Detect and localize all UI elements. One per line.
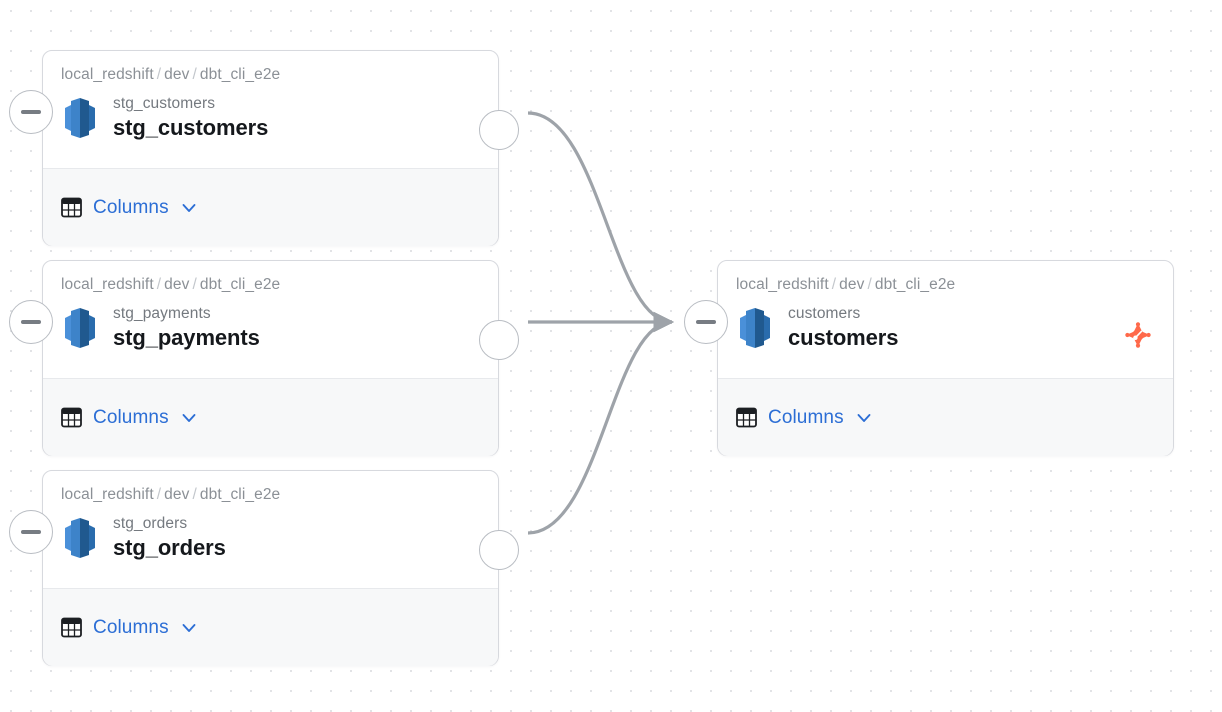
- node-titles: stg_payments stg_payments: [113, 304, 260, 352]
- dbt-logo-icon: [1125, 321, 1151, 348]
- columns-label[interactable]: Columns: [768, 406, 844, 428]
- minus-icon: [21, 320, 41, 324]
- breadcrumb-schema: dev: [839, 276, 865, 293]
- node-main: stg_payments stg_payments: [61, 304, 480, 352]
- node-main: stg_orders stg_orders: [61, 514, 480, 562]
- breadcrumb-dataset: dbt_cli_e2e: [199, 66, 281, 83]
- collapse-handle-stg-payments[interactable]: [9, 300, 53, 344]
- node-subtitle: stg_orders: [113, 515, 188, 532]
- lineage-node-stg-payments[interactable]: local_redshift/dev/dbt_cli_e2e stg_payme…: [9, 260, 519, 456]
- chevron-down-icon[interactable]: [180, 619, 198, 637]
- node-title: stg_payments: [113, 325, 260, 350]
- node-title: stg_orders: [113, 535, 226, 560]
- node-subtitle: customers: [788, 305, 861, 322]
- output-handle-stg-orders[interactable]: [479, 530, 519, 570]
- breadcrumb: local_redshift/dev/dbt_cli_e2e: [61, 65, 480, 85]
- columns-footer-customers[interactable]: Columns: [718, 378, 1173, 456]
- breadcrumb-database: local_redshift: [736, 276, 829, 293]
- output-handle-stg-payments[interactable]: [479, 320, 519, 360]
- breadcrumb-database: local_redshift: [61, 276, 154, 293]
- columns-footer-stg-payments[interactable]: Columns: [43, 378, 498, 456]
- collapse-handle-customers[interactable]: [684, 300, 728, 344]
- node-body: local_redshift/dev/dbt_cli_e2e stg_custo…: [43, 51, 498, 168]
- node-body: local_redshift/dev/dbt_cli_e2e customers…: [718, 261, 1173, 378]
- breadcrumb: local_redshift/dev/dbt_cli_e2e: [61, 485, 480, 505]
- columns-label[interactable]: Columns: [93, 406, 169, 428]
- node-titles: customers customers: [788, 304, 898, 352]
- breadcrumb-database: local_redshift: [61, 66, 154, 83]
- redshift-icon: [736, 306, 774, 350]
- chevron-down-icon[interactable]: [855, 409, 873, 427]
- breadcrumb-schema: dev: [164, 276, 190, 293]
- node-titles: stg_orders stg_orders: [113, 514, 226, 562]
- minus-icon: [21, 110, 41, 114]
- breadcrumb-separator: /: [192, 486, 197, 503]
- minus-icon: [21, 530, 41, 534]
- chevron-down-icon[interactable]: [180, 409, 198, 427]
- table-icon: [736, 407, 757, 428]
- lineage-node-stg-orders[interactable]: local_redshift/dev/dbt_cli_e2e stg_order…: [9, 470, 519, 666]
- breadcrumb-dataset: dbt_cli_e2e: [199, 276, 281, 293]
- node-main: customers customers: [736, 304, 1155, 352]
- table-icon: [61, 197, 82, 218]
- collapse-handle-stg-customers[interactable]: [9, 90, 53, 134]
- edge-stg-orders-to-customers: [527, 311, 675, 535]
- redshift-icon: [61, 306, 99, 350]
- breadcrumb-database: local_redshift: [61, 486, 154, 503]
- node-title: stg_customers: [113, 115, 269, 140]
- breadcrumb: local_redshift/dev/dbt_cli_e2e: [61, 275, 480, 295]
- node-body: local_redshift/dev/dbt_cli_e2e stg_order…: [43, 471, 498, 588]
- node-body: local_redshift/dev/dbt_cli_e2e stg_payme…: [43, 261, 498, 378]
- lineage-node-stg-customers[interactable]: local_redshift/dev/dbt_cli_e2e stg_custo…: [9, 50, 519, 246]
- table-icon: [61, 617, 82, 638]
- breadcrumb-dataset: dbt_cli_e2e: [874, 276, 956, 293]
- output-handle-stg-customers[interactable]: [479, 110, 519, 150]
- table-icon: [61, 407, 82, 428]
- breadcrumb-separator: /: [156, 276, 162, 293]
- redshift-icon: [61, 96, 99, 140]
- breadcrumb-separator: /: [867, 276, 872, 293]
- breadcrumb-schema: dev: [164, 486, 190, 503]
- node-subtitle: stg_customers: [113, 95, 216, 112]
- node-title: customers: [788, 325, 899, 350]
- columns-label[interactable]: Columns: [93, 196, 169, 218]
- breadcrumb-separator: /: [192, 66, 197, 83]
- breadcrumb-separator: /: [156, 486, 162, 503]
- lineage-node-customers[interactable]: local_redshift/dev/dbt_cli_e2e customers…: [684, 260, 1174, 456]
- node-subtitle: stg_payments: [113, 305, 211, 322]
- node-titles: stg_customers stg_customers: [113, 94, 268, 142]
- columns-footer-stg-customers[interactable]: Columns: [43, 168, 498, 246]
- columns-label[interactable]: Columns: [93, 616, 169, 638]
- breadcrumb-separator: /: [831, 276, 837, 293]
- breadcrumb: local_redshift/dev/dbt_cli_e2e: [736, 275, 1155, 295]
- breadcrumb-dataset: dbt_cli_e2e: [199, 486, 281, 503]
- redshift-icon: [61, 516, 99, 560]
- chevron-down-icon[interactable]: [180, 199, 198, 217]
- minus-icon: [696, 320, 716, 324]
- edge-stg-customers-to-customers: [527, 111, 675, 333]
- collapse-handle-stg-orders[interactable]: [9, 510, 53, 554]
- breadcrumb-separator: /: [156, 66, 162, 83]
- columns-footer-stg-orders[interactable]: Columns: [43, 588, 498, 666]
- node-main: stg_customers stg_customers: [61, 94, 480, 142]
- breadcrumb-schema: dev: [164, 66, 190, 83]
- breadcrumb-separator: /: [192, 276, 197, 293]
